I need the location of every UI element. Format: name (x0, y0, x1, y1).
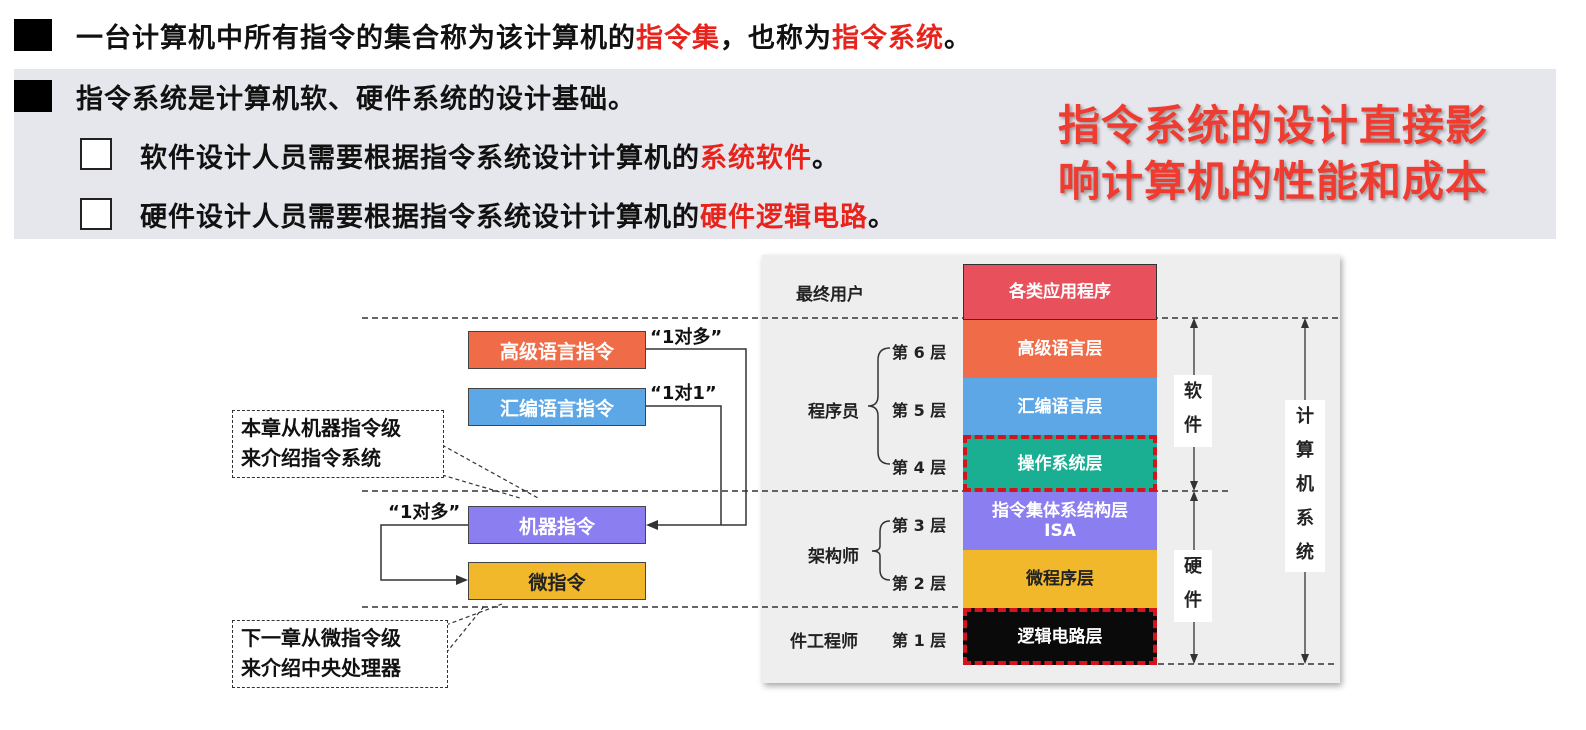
layer-operating-system-label: 操作系统层 (1017, 453, 1103, 474)
layer-isa: 指令集体系结构层 ISA (963, 492, 1157, 550)
layer-assembly-language: 汇编语言层 (963, 378, 1157, 435)
this-chapter-note-line2: 来介绍指令系统 (241, 446, 381, 470)
callout-line-2: 响计算机的性能和成本 (1058, 157, 1489, 206)
layer-microprogram-label: 微程序层 (1026, 569, 1094, 589)
next-chapter-note-line1: 下一章从微指令级 (241, 626, 401, 650)
this-chapter-note: 本章从机器指令级 来介绍指令系统 (232, 410, 444, 478)
layer-isa-abbrev: ISA (1044, 521, 1076, 541)
computer-system-char-5: 统 (1296, 542, 1314, 563)
highlight-instruction-set: 指令集 (636, 23, 720, 54)
hardware-char-2: 件 (1184, 590, 1202, 611)
software-char-1: 软 (1184, 381, 1202, 402)
level-5-label: 第 5 层 (892, 401, 947, 420)
layer-high-level-language-label: 高级语言层 (1017, 339, 1103, 359)
bullet-box-2 (80, 198, 112, 230)
one-to-many-left-label: “1对多” (388, 502, 461, 523)
software-range-label: 软 件 (1174, 375, 1212, 447)
role-end-user: 最终用户 (796, 285, 864, 305)
bullet-square-1 (14, 19, 52, 51)
gray-band (14, 69, 1556, 239)
line4-post: 。 (868, 202, 896, 233)
computer-system-range-label: 计 算 机 系 统 (1285, 400, 1325, 572)
line1-mid: ，也称为 (720, 23, 832, 54)
hardware-char-1: 硬 (1184, 556, 1202, 577)
highlight-system-software: 系统软件 (700, 143, 812, 174)
computer-system-char-1: 计 (1296, 406, 1314, 427)
assembly-instruction-box: 汇编语言指令 (468, 388, 646, 426)
micro-instruction-box: 微指令 (468, 562, 646, 600)
layer-logic-circuit: 逻辑电路层 (963, 608, 1157, 665)
definition-line: 一台计算机中所有指令的集合称为该计算机的指令集，也称为指令系统。 (76, 16, 972, 55)
layer-isa-label: 指令集体系结构层 (992, 501, 1128, 521)
layer-applications: 各类应用程序 (963, 264, 1157, 320)
high-level-instruction-box: 高级语言指令 (468, 331, 646, 369)
computer-system-char-4: 系 (1296, 508, 1314, 529)
hardware-range-label: 硬 件 (1174, 550, 1212, 622)
performance-callout: 指令系统的设计直接影 响计算机的性能和成本 (1058, 98, 1548, 210)
software-char-2: 件 (1184, 415, 1202, 436)
one-to-one-label: “1对1” (650, 383, 717, 404)
bullet-square-2 (14, 80, 52, 112)
role-architect: 架构师 (808, 547, 859, 567)
basis-line: 指令系统是计算机软、硬件系统的设计基础。 (76, 84, 636, 115)
level-2-label: 第 2 层 (892, 574, 947, 593)
level-1-label: 第 1 层 (892, 631, 947, 650)
layer-logic-circuit-label: 逻辑电路层 (1017, 626, 1103, 647)
this-chapter-note-line1: 本章从机器指令级 (241, 416, 401, 440)
role-hardware-engineer: 件工程师 (790, 632, 858, 652)
line3-text: 软件设计人员需要根据指令系统设计计算机的 (140, 143, 700, 174)
computer-system-char-3: 机 (1296, 474, 1314, 495)
one-to-many-top-label: “1对多” (650, 327, 723, 348)
bullet-box-1 (80, 138, 112, 170)
role-programmer: 程序员 (808, 402, 859, 422)
layer-microprogram: 微程序层 (963, 550, 1157, 608)
level-4-label: 第 4 层 (892, 458, 947, 477)
line4-text: 硬件设计人员需要根据指令系统设计计算机的 (140, 202, 700, 233)
level-3-label: 第 3 层 (892, 516, 947, 535)
software-line: 软件设计人员需要根据指令系统设计计算机的系统软件。 (140, 136, 840, 175)
computer-system-char-2: 算 (1296, 440, 1314, 461)
next-chapter-note: 下一章从微指令级 来介绍中央处理器 (232, 620, 448, 688)
line1-post: 。 (944, 23, 972, 54)
layer-assembly-language-label: 汇编语言层 (1017, 396, 1103, 417)
line3-post: 。 (812, 143, 840, 174)
layer-applications-label: 各类应用程序 (1009, 282, 1111, 302)
line1-text: 一台计算机中所有指令的集合称为该计算机的 (76, 23, 636, 54)
machine-instruction-box: 机器指令 (468, 506, 646, 544)
layer-high-level-language: 高级语言层 (963, 320, 1157, 378)
hardware-line: 硬件设计人员需要根据指令系统设计计算机的硬件逻辑电路。 (140, 195, 896, 234)
callout-line-1: 指令系统的设计直接影 (1058, 101, 1489, 150)
highlight-hardware-logic: 硬件逻辑电路 (700, 202, 868, 233)
highlight-instruction-system: 指令系统 (832, 23, 944, 54)
layer-operating-system: 操作系统层 (963, 435, 1157, 492)
next-chapter-note-line2: 来介绍中央处理器 (241, 656, 401, 680)
level-6-label: 第 6 层 (892, 343, 947, 362)
